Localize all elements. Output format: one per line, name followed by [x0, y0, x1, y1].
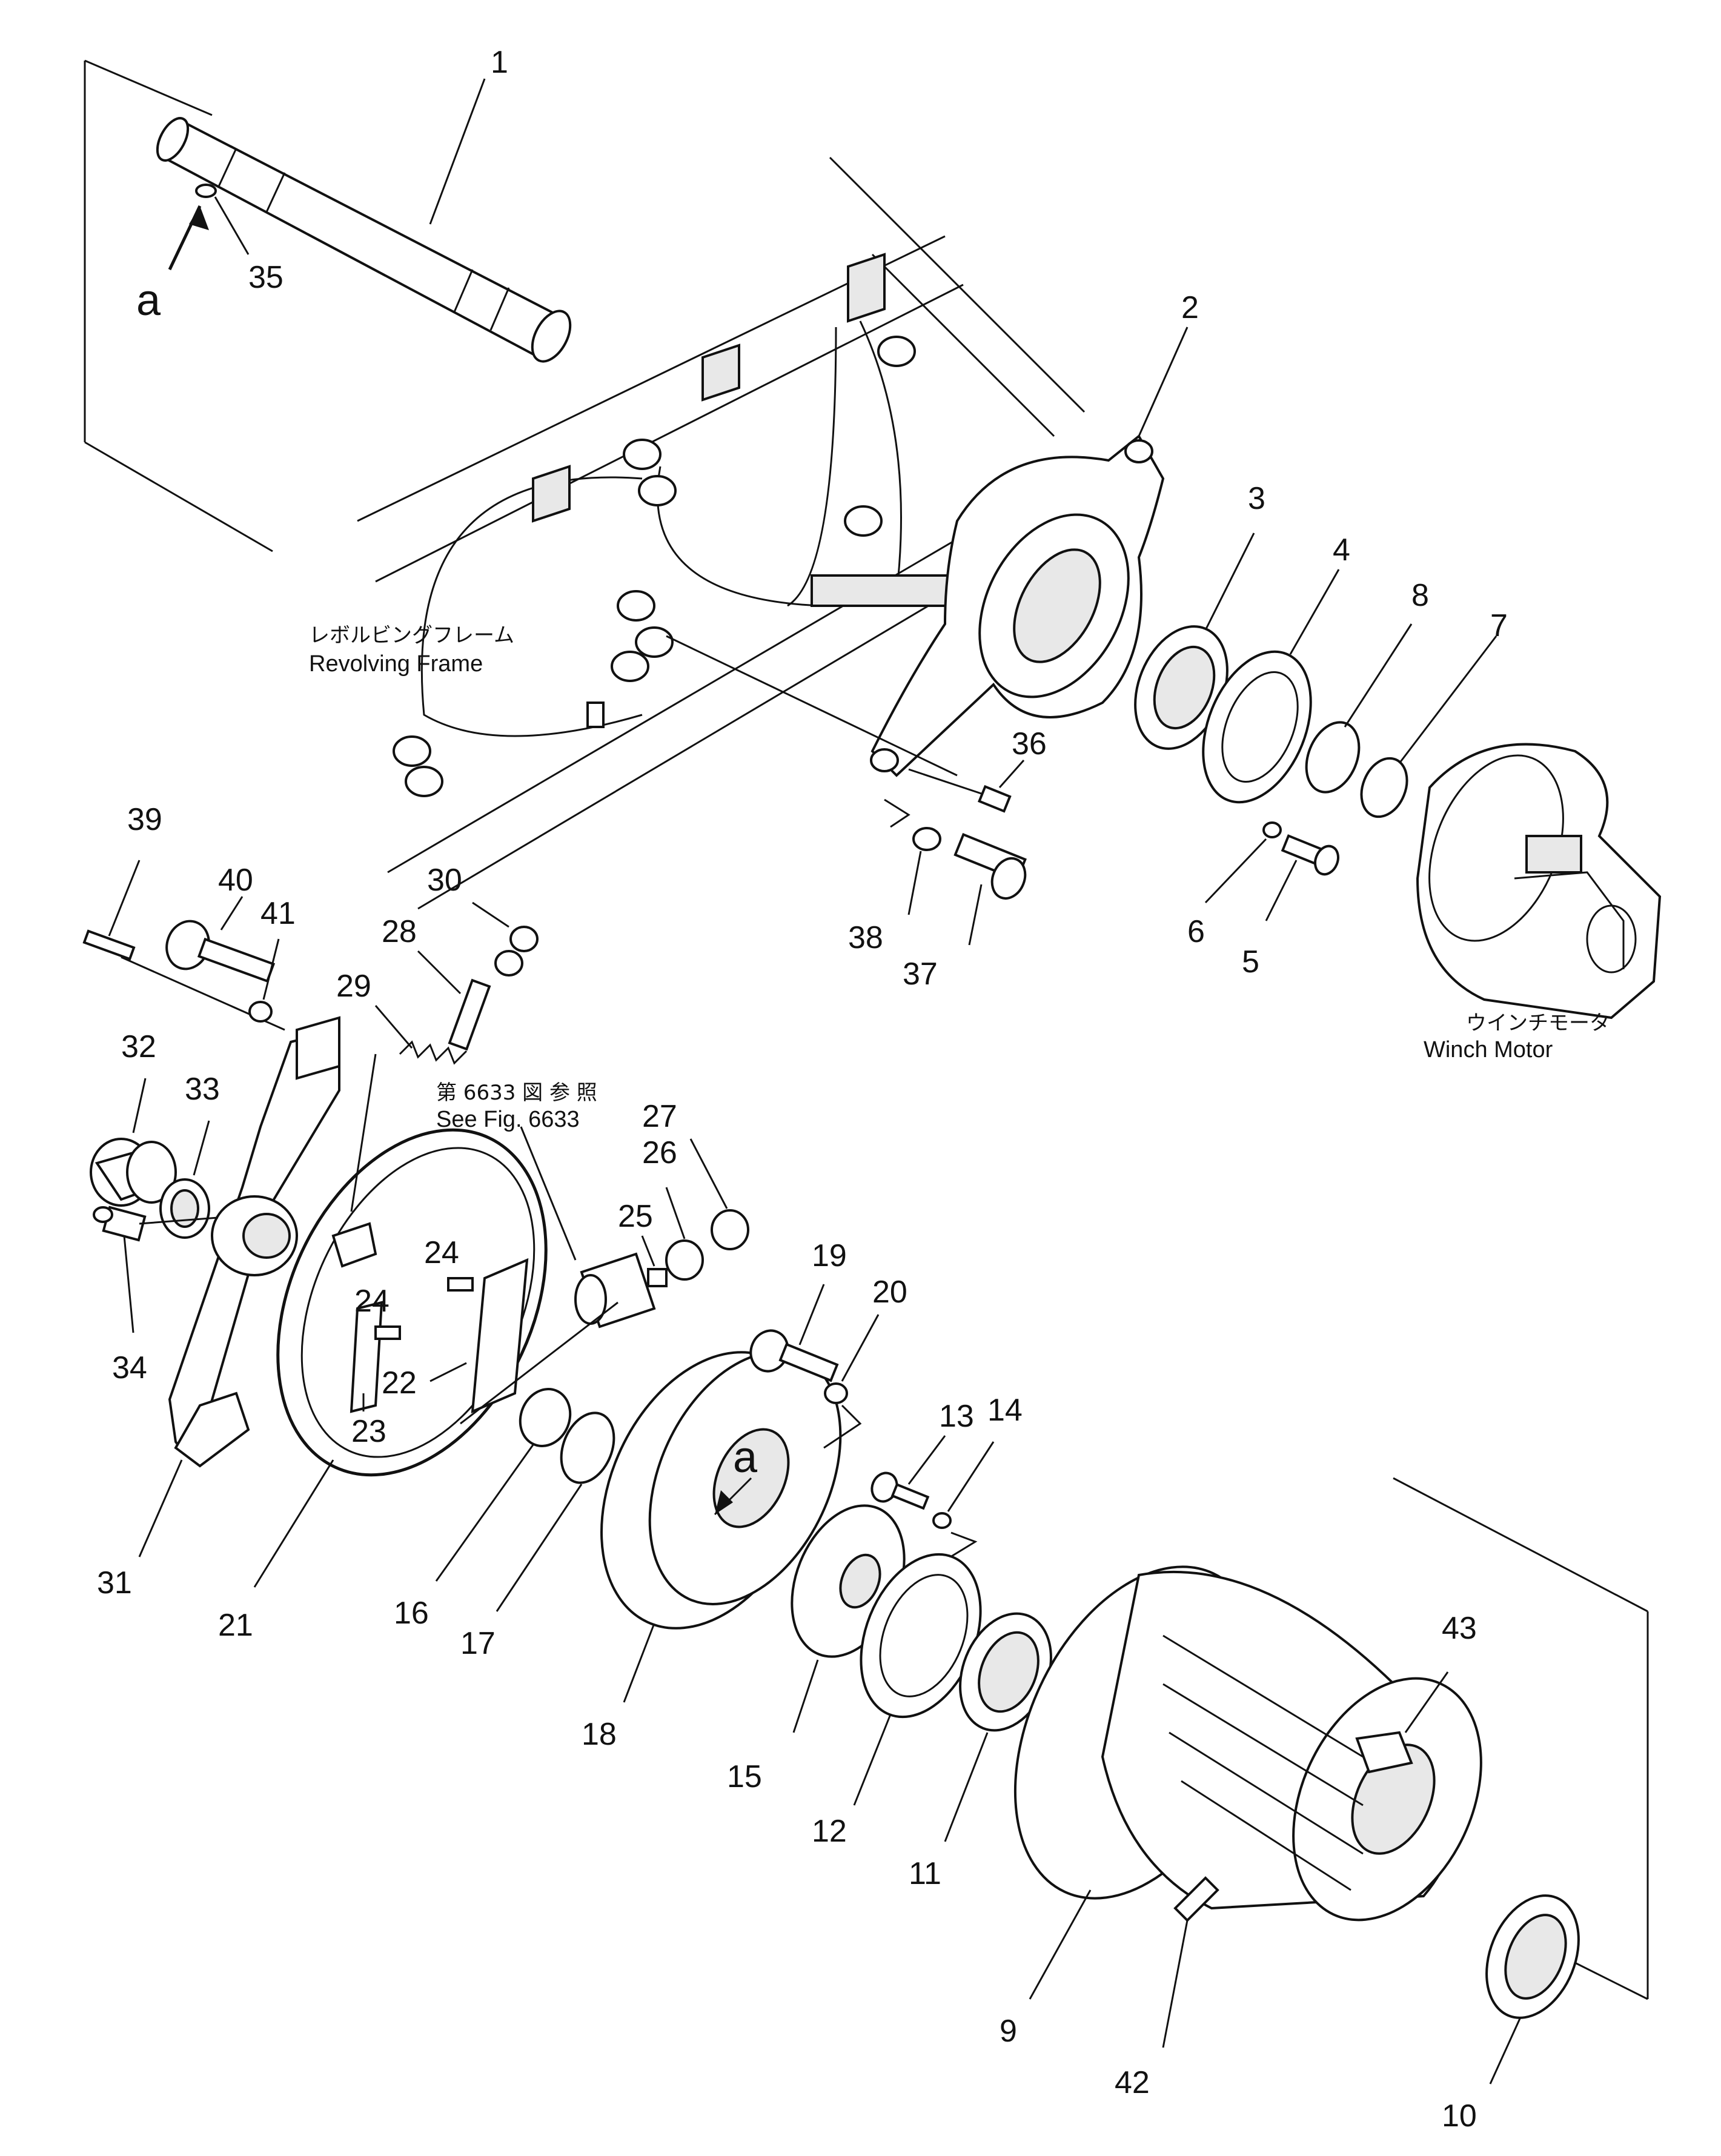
- part-36-pin: [977, 784, 1012, 813]
- part-19-bolt: [749, 1329, 839, 1382]
- callout-42: 42: [1115, 2065, 1150, 2100]
- callout-22: 22: [382, 1365, 417, 1401]
- callout-8: 8: [1411, 578, 1429, 613]
- part-9-winch-drum: [1013, 1565, 1482, 1922]
- part-30-nuts: [494, 926, 539, 977]
- callout-17: 17: [460, 1626, 496, 1661]
- part-26-nut: [665, 1239, 704, 1281]
- part-16-nut: [519, 1388, 572, 1447]
- part-22-lining: [471, 1258, 529, 1414]
- callout-30: 30: [427, 863, 462, 898]
- callout-24-upper: 24: [424, 1235, 459, 1270]
- callout-19: 19: [812, 1238, 847, 1273]
- clevis-bracket: [574, 1252, 656, 1328]
- part-31-lever: [168, 1016, 340, 1468]
- part-10-bearing: [1485, 1894, 1580, 2019]
- winch-motor-jp-caption: ウインチモータ: [1466, 1011, 1610, 1035]
- part-23-lining: [350, 1301, 383, 1413]
- part-13-bolt: [870, 1471, 930, 1510]
- part-20-washer: [824, 1382, 848, 1404]
- part-29-spring: [399, 1040, 468, 1065]
- part-4-plate: [1202, 650, 1312, 804]
- callout-32: 32: [121, 1029, 156, 1064]
- part-42-rope-end: [1173, 1876, 1219, 1922]
- part-40-bolt: [165, 920, 276, 983]
- winch-motor: [1416, 743, 1662, 1020]
- part-27-nut: [711, 1209, 749, 1250]
- see-fig-jp-caption: 第 6633 図 参 照: [436, 1081, 597, 1105]
- callout-2: 2: [1181, 290, 1199, 325]
- revolving-frame-caption: Revolving Frame: [309, 651, 483, 677]
- part-14-washer: [932, 1512, 952, 1529]
- part-38-washer: [912, 827, 941, 851]
- part-11-bearing: [959, 1612, 1052, 1732]
- part-5-bolt: [1281, 834, 1339, 876]
- frame-bosses: [393, 336, 916, 797]
- part-17-lockwasher: [560, 1411, 615, 1484]
- callout-16: 16: [394, 1596, 429, 1631]
- callout-1: 1: [491, 45, 508, 80]
- callout-7: 7: [1490, 608, 1508, 643]
- part-6-washer: [1262, 821, 1282, 838]
- callout-3: 3: [1248, 481, 1265, 516]
- part-28-screw: [448, 978, 491, 1051]
- callout-13: 13: [939, 1399, 974, 1434]
- callout-36: 36: [1012, 726, 1047, 761]
- callout-33: 33: [185, 1072, 220, 1107]
- callout-37: 37: [903, 957, 938, 992]
- callout-6: 6: [1187, 914, 1205, 949]
- callout-18: 18: [582, 1717, 617, 1752]
- callout-27: 27: [642, 1099, 677, 1134]
- callout-20: 20: [872, 1275, 907, 1310]
- part-2-bracket: [870, 434, 1165, 777]
- see-fig-caption: See Fig. 6633: [436, 1107, 580, 1132]
- part-3-bearing: [1134, 625, 1229, 750]
- callout-10: 10: [1442, 2098, 1477, 2134]
- part-24-screw-b: [374, 1325, 401, 1340]
- callout-15: 15: [727, 1759, 762, 1794]
- callout-41: 41: [260, 896, 296, 931]
- callout-21: 21: [218, 1608, 253, 1643]
- part-37-bolt: [953, 832, 1027, 900]
- callout-39: 39: [127, 802, 162, 837]
- callout-28: 28: [382, 914, 417, 949]
- callout-25: 25: [618, 1199, 653, 1234]
- part-25-block: [647, 1268, 668, 1287]
- part-41-washer: [248, 1001, 273, 1023]
- callout-29: 29: [336, 969, 371, 1004]
- callout-26: 26: [642, 1135, 677, 1170]
- part-43-clamp: [1355, 1731, 1413, 1774]
- part-34-fitting: [93, 1206, 147, 1242]
- callout-31: 31: [97, 1565, 132, 1600]
- callout-12: 12: [812, 1814, 847, 1849]
- callout-11: 11: [909, 1856, 941, 1891]
- callout-9: 9: [1000, 2014, 1017, 2049]
- callout-24-lower: 24: [354, 1284, 390, 1319]
- part-39-pin: [82, 929, 136, 961]
- view-a-label: a: [136, 276, 161, 325]
- winch-motor-caption: Winch Motor: [1424, 1037, 1553, 1063]
- part-33-ring: [159, 1178, 210, 1239]
- callout-5: 5: [1242, 944, 1259, 980]
- callout-14: 14: [987, 1393, 1023, 1428]
- callout-23: 23: [351, 1414, 386, 1449]
- revolving-frame-jp-caption: レボルビングフレーム: [309, 623, 514, 648]
- part-7-nut: [1360, 757, 1408, 818]
- callout-4: 4: [1333, 532, 1350, 568]
- part-32-bushing: [90, 1138, 177, 1207]
- callout-40: 40: [218, 863, 253, 898]
- callout-38: 38: [848, 920, 883, 955]
- view-a-marker: a: [733, 1433, 758, 1482]
- callout-35: 35: [248, 260, 284, 295]
- callout-34: 34: [112, 1350, 147, 1385]
- callout-43: 43: [1442, 1611, 1477, 1646]
- part-24-screw: [447, 1277, 474, 1292]
- part-35-ring: [195, 184, 217, 198]
- part-1-shaft: [156, 117, 572, 363]
